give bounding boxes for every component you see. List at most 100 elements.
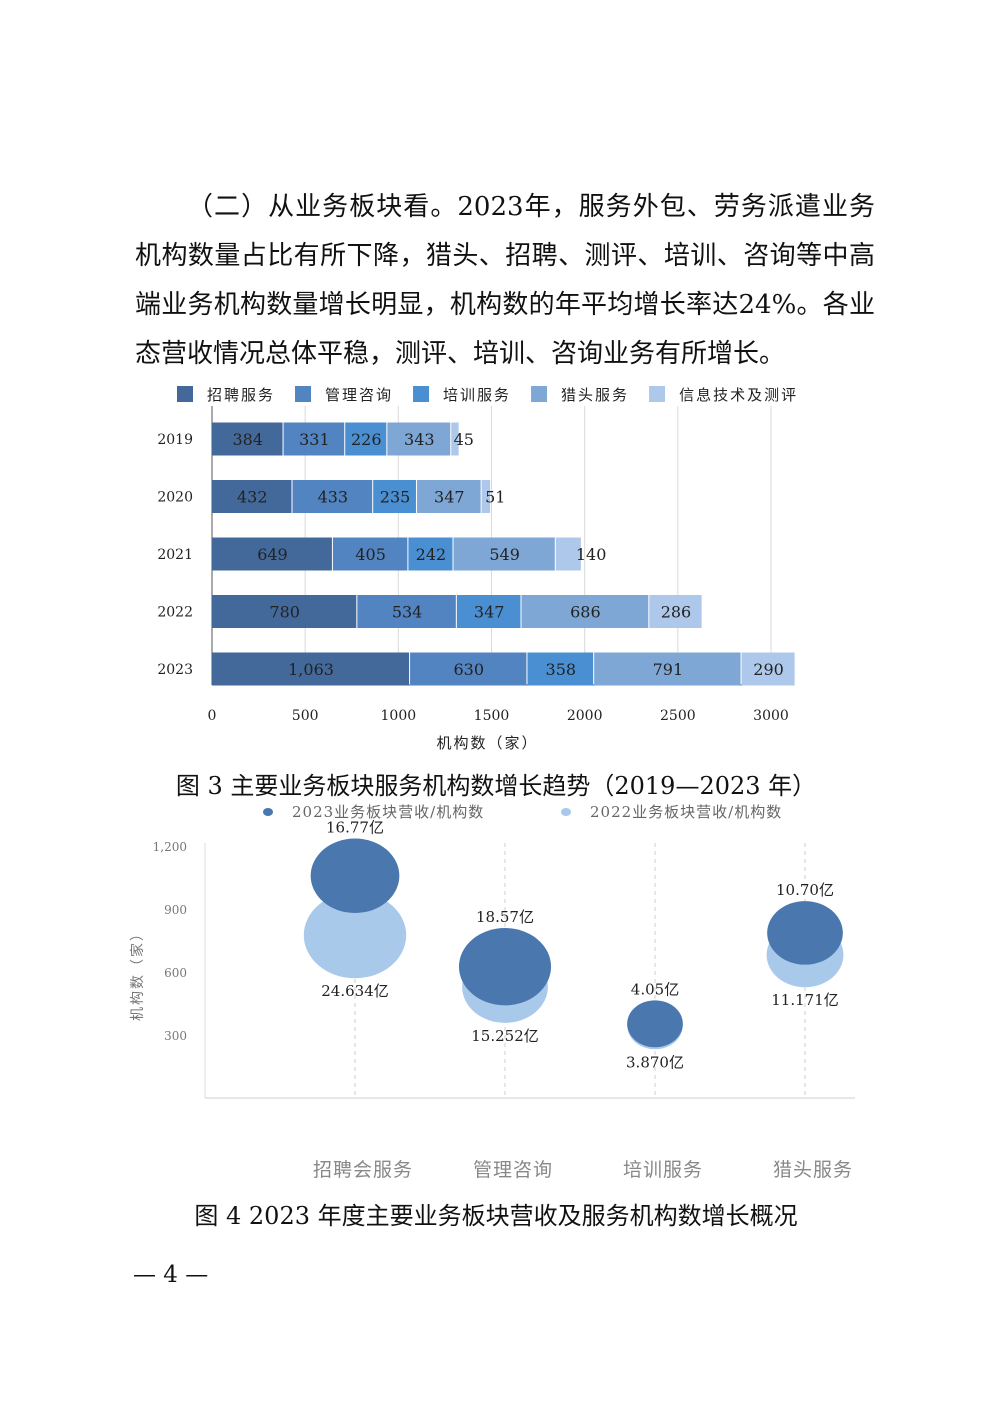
y-tick-label: 2022	[157, 605, 193, 621]
bar-segment	[332, 537, 408, 571]
bar-value-label: 433	[318, 488, 349, 507]
bar-segment	[416, 480, 481, 513]
bubble	[627, 1000, 683, 1048]
figure4-caption: 图 4 2023 年度主要业务板块营收及服务机构数增长概况	[194, 1202, 798, 1230]
bar-segment	[212, 652, 410, 686]
legend-marker	[561, 808, 571, 816]
bar-value-label: 534	[392, 603, 423, 622]
x-tick-label: 500	[292, 708, 319, 724]
y-tick-label: 2021	[157, 547, 193, 563]
x-axis-title: 机构数（家）	[436, 734, 538, 752]
bar-value-label: 140	[576, 545, 607, 564]
y-tick-label: 1,200	[153, 840, 187, 854]
bar-segment	[453, 537, 555, 571]
legend-label: 2023业务板块营收/机构数	[292, 803, 484, 821]
bar-segment	[451, 422, 459, 456]
bar-value-label: 343	[404, 430, 435, 449]
bubble-chart: 300 600 900 1,200 机构数（家） 2023业务板块营收/机构数 2022业务…	[129, 803, 855, 1181]
bubble-label-2023: 4.05亿	[631, 980, 679, 998]
x-tick-label: 3000	[753, 708, 789, 724]
bar-value-label: 432	[237, 488, 268, 507]
bubble	[303, 892, 407, 979]
legend-label: 猎头服务	[561, 386, 629, 404]
bar-value-label: 1,063	[288, 660, 334, 679]
bar-segment	[212, 422, 283, 456]
page-number: — 4 —	[133, 1262, 209, 1288]
category-label: 培训服务	[623, 1159, 703, 1181]
bar-segment	[741, 652, 795, 686]
bubble-label-2022: 11.171亿	[771, 991, 839, 1009]
bar-segment	[373, 480, 416, 513]
bubble-label-2023: 16.77亿	[326, 819, 384, 837]
bar-value-label: 331	[299, 430, 330, 449]
legend-marker	[263, 808, 273, 816]
legend-swatch	[649, 386, 666, 402]
bar-value-label: 51	[485, 488, 505, 507]
y-tick-label: 900	[164, 903, 187, 917]
bar-value-label: 242	[416, 545, 447, 564]
figure3-caption: 图 3 主要业务板块服务机构数增长趋势（2019—2023 年）	[175, 772, 817, 800]
bar-value-label: 686	[570, 603, 601, 622]
bar-segment	[456, 595, 521, 628]
bar-value-label: 358	[546, 660, 577, 679]
bar-segment	[649, 595, 702, 628]
x-tick-label: 1000	[381, 708, 417, 724]
bar-value-label: 405	[355, 545, 386, 564]
x-tick-label: 1500	[474, 708, 510, 724]
bar-value-label: 290	[753, 660, 784, 679]
legend-label: 招聘服务	[207, 386, 275, 404]
y-tick-label: 300	[164, 1029, 187, 1043]
bubble	[767, 901, 843, 965]
bar-segment	[212, 595, 357, 628]
bar-value-label: 347	[474, 603, 505, 622]
bubble-label-2023: 10.70亿	[776, 881, 834, 899]
body-paragraph: （二）从业务板块看。2023年，服务外包、劳务派遣业务机构数量占比有所下降，猎头…	[135, 192, 875, 369]
bar-segment	[408, 537, 453, 571]
bar-segment	[345, 422, 387, 456]
bubble-label-2022: 24.634亿	[321, 982, 389, 1000]
bar-value-label: 347	[434, 488, 465, 507]
bubble	[310, 838, 400, 914]
bubble-label-2022: 15.252亿	[471, 1027, 539, 1045]
bar-segment	[527, 652, 594, 686]
bar-value-label: 384	[233, 430, 264, 449]
bar-value-label: 235	[380, 488, 411, 507]
bar-value-label: 780	[269, 603, 300, 622]
bubble-label-2022: 3.870亿	[626, 1053, 684, 1071]
legend-label: 信息技术及测评	[679, 386, 798, 404]
y-axis-title: 机构数（家）	[129, 925, 146, 1021]
y-tick-label: 2019	[157, 432, 193, 448]
legend-swatch	[295, 386, 312, 402]
bubble	[458, 928, 552, 1006]
bar-segment	[555, 537, 581, 571]
bar-segment	[212, 537, 332, 571]
category-label: 招聘会服务	[313, 1159, 413, 1181]
y-tick-label: 600	[164, 966, 187, 980]
x-tick-label: 2500	[660, 708, 696, 724]
bar-segment	[481, 480, 491, 513]
bar-value-label: 630	[453, 660, 484, 679]
category-label: 管理咨询	[473, 1159, 553, 1181]
legend-swatch	[531, 386, 548, 402]
y-tick-label: 2023	[157, 662, 193, 678]
bubble-label-2023: 18.57亿	[476, 908, 534, 926]
bar-segment	[594, 652, 741, 686]
bar-value-label: 286	[661, 603, 692, 622]
bar-value-label: 649	[257, 545, 288, 564]
stacked-bar-chart: 招聘服务 管理咨询 培训服务 猎头服务 信息技术及测评 2019 384 331 226 343 4…	[157, 386, 798, 752]
bar-value-label: 45	[454, 430, 474, 449]
category-label: 猎头服务	[773, 1159, 853, 1181]
bar-segment	[212, 480, 292, 513]
legend-label: 2022业务板块营收/机构数	[590, 803, 782, 821]
bar-segment	[410, 652, 527, 686]
bar-segment	[357, 595, 456, 628]
bar-value-label: 226	[351, 430, 382, 449]
legend-swatch	[413, 386, 430, 402]
bar-segment	[387, 422, 451, 456]
legend-label: 管理咨询	[325, 386, 393, 404]
bar-segment	[292, 480, 373, 513]
bar-segment	[283, 422, 345, 456]
y-tick-label: 2020	[157, 490, 193, 506]
legend-label: 培训服务	[443, 386, 511, 404]
x-tick-label: 0	[208, 708, 217, 724]
